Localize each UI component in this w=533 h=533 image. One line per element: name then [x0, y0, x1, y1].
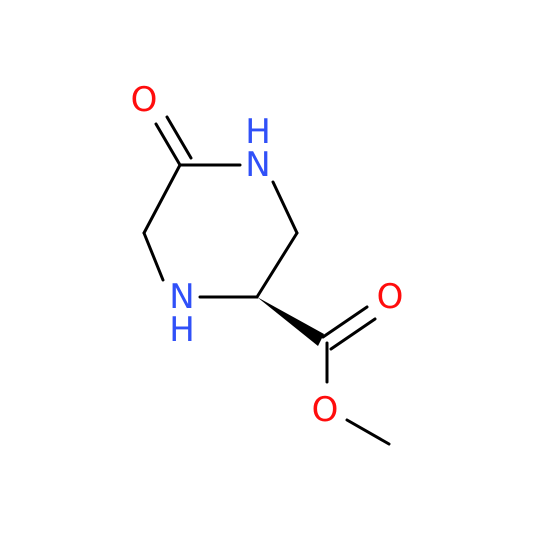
bond-n1-c6: [142, 231, 165, 282]
nitrogen-left-label: N: [169, 277, 194, 317]
oxygen-ester-label: O: [312, 390, 339, 430]
nitrogen-top-h-label: H: [245, 112, 271, 152]
bond-ketone-double-b: [165, 115, 193, 160]
oxygen-carbonyl-label: O: [377, 277, 404, 317]
bond-n4-c3: [271, 180, 299, 235]
atom-labels: O H N N H O O: [131, 80, 404, 430]
bond-ketone-double-a: [154, 122, 182, 167]
bond-ester-double-b: [329, 317, 377, 351]
bond-c6-c5: [142, 163, 182, 235]
nitrogen-left-h-label: H: [169, 310, 195, 350]
bond-o-methyl: [345, 418, 391, 446]
oxygen-ketone-label: O: [131, 80, 158, 120]
wedge-bond: [257, 297, 324, 346]
bond-ester-double-a: [321, 305, 369, 339]
nitrogen-top-label: N: [245, 145, 270, 185]
bond-c3-c2: [255, 231, 299, 299]
bonds: [142, 115, 391, 446]
